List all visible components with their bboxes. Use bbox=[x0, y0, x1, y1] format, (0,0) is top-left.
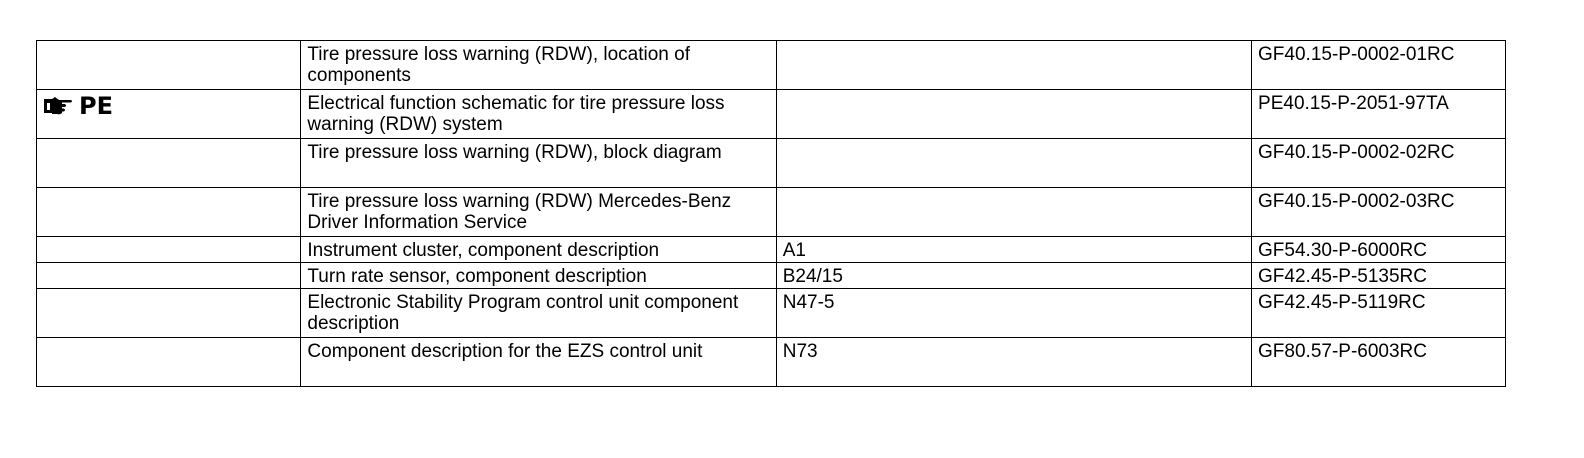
document-number[interactable]: GF42.45-P-5119RC bbox=[1251, 288, 1506, 338]
marker-cell bbox=[35, 138, 302, 188]
table-row: Electronic Stability Program control uni… bbox=[35, 288, 1506, 338]
document-title[interactable]: Electrical function schematic for tire p… bbox=[300, 89, 777, 139]
component-code: A1 bbox=[775, 236, 1253, 263]
marker-cell bbox=[35, 187, 302, 237]
reference-table: Tire pressure loss warning (RDW), locati… bbox=[35, 40, 1506, 387]
document-title[interactable]: Tire pressure loss warning (RDW) Mercede… bbox=[300, 187, 777, 237]
document-title[interactable]: Turn rate sensor, component description bbox=[300, 262, 777, 289]
marker-cell bbox=[35, 288, 302, 338]
component-code: B24/15 bbox=[775, 262, 1253, 289]
document-number[interactable]: GF40.15-P-0002-03RC bbox=[1251, 187, 1506, 237]
component-code bbox=[775, 187, 1253, 237]
marker-cell bbox=[35, 236, 302, 263]
table-row: PE Electrical function schematic for tir… bbox=[35, 89, 1506, 139]
table-row: Tire pressure loss warning (RDW), block … bbox=[35, 138, 1506, 188]
component-code bbox=[775, 40, 1253, 90]
component-code: N73 bbox=[775, 337, 1253, 387]
pe-marker[interactable]: PE bbox=[43, 92, 113, 120]
marker-cell bbox=[35, 262, 302, 289]
marker-cell bbox=[35, 337, 302, 387]
component-code bbox=[775, 138, 1253, 188]
document-number[interactable]: GF54.30-P-6000RC bbox=[1251, 236, 1506, 263]
document-number[interactable]: PE40.15-P-2051-97TA bbox=[1251, 89, 1506, 139]
table-row: Tire pressure loss warning (RDW) Mercede… bbox=[35, 187, 1506, 237]
document-number[interactable]: GF42.45-P-5135RC bbox=[1251, 262, 1506, 289]
table-row: Tire pressure loss warning (RDW), locati… bbox=[35, 40, 1506, 90]
document-title[interactable]: Instrument cluster, component descriptio… bbox=[300, 236, 777, 263]
marker-cell bbox=[35, 40, 302, 90]
document-title[interactable]: Tire pressure loss warning (RDW), locati… bbox=[300, 40, 777, 90]
table-row: Component description for the EZS contro… bbox=[35, 337, 1506, 387]
document-number[interactable]: GF40.15-P-0002-02RC bbox=[1251, 138, 1506, 188]
document-title[interactable]: Electronic Stability Program control uni… bbox=[300, 288, 777, 338]
component-code: N47-5 bbox=[775, 288, 1253, 338]
table-row: Instrument cluster, component descriptio… bbox=[35, 236, 1506, 263]
document-number[interactable]: GF80.57-P-6003RC bbox=[1251, 337, 1506, 387]
marker-cell: PE bbox=[35, 89, 302, 139]
document-title[interactable]: Component description for the EZS contro… bbox=[300, 337, 777, 387]
document-number[interactable]: GF40.15-P-0002-01RC bbox=[1251, 40, 1506, 90]
document-title[interactable]: Tire pressure loss warning (RDW), block … bbox=[300, 138, 777, 188]
pointing-hand-icon bbox=[43, 96, 73, 116]
table-row: Turn rate sensor, component description … bbox=[35, 262, 1506, 289]
component-code bbox=[775, 89, 1253, 139]
pe-label: PE bbox=[79, 92, 113, 120]
